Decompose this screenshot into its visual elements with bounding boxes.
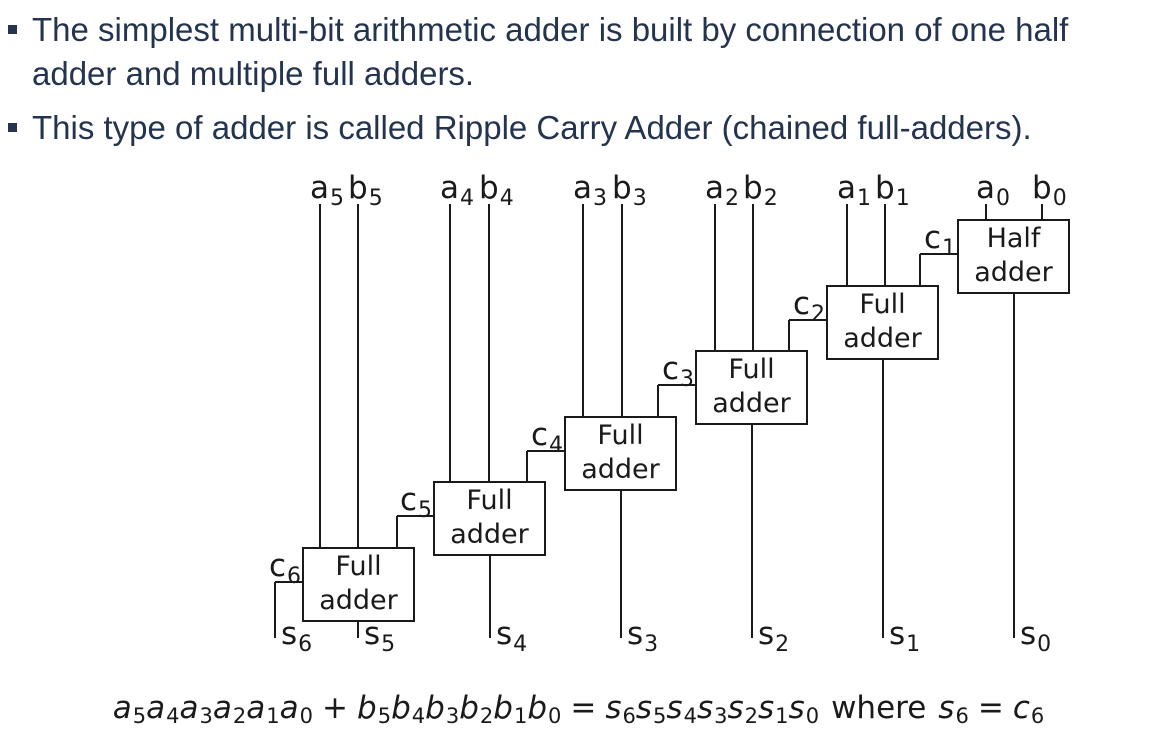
adder-box-label: Full xyxy=(335,551,382,582)
input-label-b5: b5 xyxy=(348,170,383,211)
bullet-2-line-1: This type of adder is called Ripple Carr… xyxy=(32,109,1032,146)
bullet-text-2: This type of adder is called Ripple Carr… xyxy=(32,106,1032,150)
sum-label-s6: s6 xyxy=(281,616,313,657)
carry-label-c6: c6 xyxy=(269,548,302,589)
formula-variable: b3 xyxy=(425,690,460,728)
formula-variable: c6 xyxy=(1012,690,1045,728)
adder-box-label: Half xyxy=(986,223,1041,254)
formula-variable: s5 xyxy=(635,690,667,728)
carry-label-c5: c5 xyxy=(400,482,433,523)
input-label-a0: a0 xyxy=(976,170,1010,211)
carry-label-c3: c3 xyxy=(662,351,695,392)
formula-operator: = xyxy=(570,690,597,726)
formula-variable: s1 xyxy=(758,690,789,728)
sum-label-s1: s1 xyxy=(889,616,921,657)
input-label-a5: a5 xyxy=(310,170,344,211)
adder-box-label: adder xyxy=(581,454,660,485)
bullet-text-1: The simplest multi-bit arithmetic adder … xyxy=(32,8,1068,96)
full-adder-2-box: Full adder xyxy=(695,350,808,425)
formula-variable: b2 xyxy=(459,690,494,728)
adder-box-label: Full xyxy=(466,485,513,516)
formula-variable: a3 xyxy=(179,690,213,728)
formula-operator: + xyxy=(322,690,348,726)
adder-box-label: adder xyxy=(450,519,529,550)
adder-box-label: adder xyxy=(843,323,922,354)
input-label-b0: b0 xyxy=(1032,170,1067,211)
sum-label-s4: s4 xyxy=(496,616,528,657)
formula-variable: s0 xyxy=(788,690,820,728)
bullet-marker xyxy=(8,123,17,132)
adder-box-label: Full xyxy=(859,289,906,320)
carry-label-c2: c2 xyxy=(793,286,826,327)
half-adder-box: Half adder xyxy=(957,219,1070,294)
formula-variable: b1 xyxy=(493,690,528,728)
input-label-b3: b3 xyxy=(612,170,647,211)
full-adder-3-box: Full adder xyxy=(564,416,677,491)
formula-variable: b0 xyxy=(527,690,562,728)
full-adder-1-box: Full adder xyxy=(826,285,939,360)
formula-variable: s6 xyxy=(938,690,969,728)
input-label-b4: b4 xyxy=(479,170,514,211)
input-label-b2: b2 xyxy=(743,170,778,211)
bullet-item-1: The simplest multi-bit arithmetic adder … xyxy=(8,8,1068,96)
formula-variable: s2 xyxy=(727,690,759,728)
adder-box-label: adder xyxy=(319,585,398,616)
input-label-a4: a4 xyxy=(440,170,474,211)
adder-box-label: adder xyxy=(974,257,1053,288)
formula-variable: a0 xyxy=(279,690,314,728)
full-adder-4-box: Full adder xyxy=(433,481,546,556)
adder-box-label: Full xyxy=(728,354,775,385)
sum-label-s3: s3 xyxy=(627,616,659,657)
sum-label-s2: s2 xyxy=(758,616,790,657)
input-label-a3: a3 xyxy=(573,170,607,211)
adder-box-label: adder xyxy=(712,388,791,419)
formula-variable: b5 xyxy=(357,690,392,728)
formula-variable: b4 xyxy=(391,690,426,728)
formula-operator: = xyxy=(977,690,1004,726)
full-adder-5-box: Full adder xyxy=(302,547,415,622)
formula-variable: s4 xyxy=(666,690,697,728)
sum-label-s5: s5 xyxy=(364,616,396,657)
bullet-1-line-1: The simplest multi-bit arithmetic adder … xyxy=(32,11,1069,48)
formula-variable: a1 xyxy=(246,690,280,728)
sum-label-s0: s0 xyxy=(1020,616,1052,657)
input-label-a2: a2 xyxy=(705,170,739,211)
formula: a5a4a3a2a1a0+b5b4b3b2b1b0=s6s5s4s3s2s1s0… xyxy=(0,690,1157,728)
input-label-b1: b1 xyxy=(875,170,910,211)
formula-word: where xyxy=(831,690,927,726)
bullet-item-2: This type of adder is called Ripple Carr… xyxy=(8,106,1032,150)
input-label-a1: a1 xyxy=(837,170,871,211)
formula-variable: s6 xyxy=(605,690,636,728)
bullet-1-line-2: adder and multiple full adders. xyxy=(32,55,475,92)
carry-label-c1: c1 xyxy=(924,220,957,261)
formula-variable: a5 xyxy=(112,690,147,728)
adder-box-label: Full xyxy=(597,420,644,451)
carry-label-c4: c4 xyxy=(531,417,564,458)
formula-variable: a4 xyxy=(146,690,180,728)
bullet-marker xyxy=(8,25,17,34)
formula-variable: s3 xyxy=(696,690,728,728)
formula-variable: a2 xyxy=(212,690,247,728)
